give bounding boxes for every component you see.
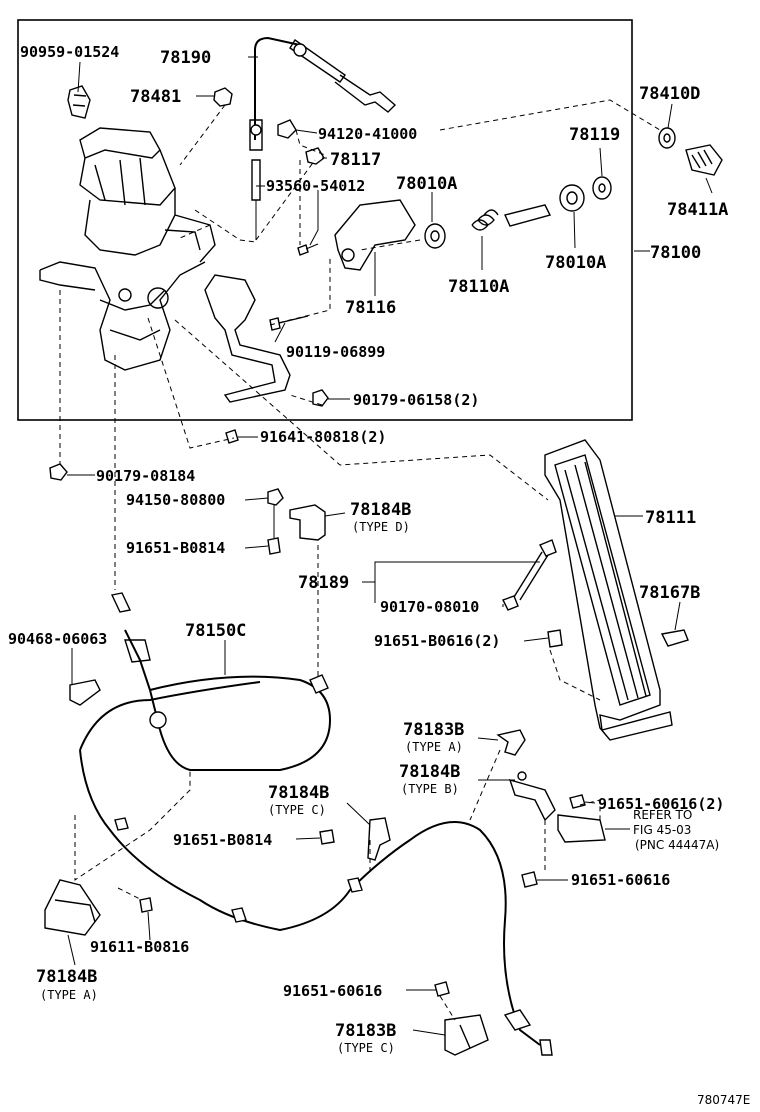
label-type-d: (TYPE D) [352,520,410,534]
label-type-a-lower: (TYPE A) [40,988,98,1002]
label-78116: 78116 [345,298,396,318]
label-91651-60616-2: 91651-60616(2) [598,795,724,813]
label-type-a-upper: (TYPE A) [405,740,463,754]
label-78117: 78117 [330,150,381,170]
label-78167B: 78167B [639,583,700,603]
label-78481: 78481 [130,87,181,107]
assembly-frame-78100 [17,19,633,421]
label-78183B-type-a: 78183B [403,720,464,740]
label-91641-80818: 91641-80818(2) [260,428,386,446]
label-90468-06063: 90468-06063 [8,630,107,648]
cable-78190-drawing [249,36,397,240]
label-78184B-type-d: 78184B [350,500,411,520]
label-91611-B0816: 91611-B0816 [90,938,189,956]
label-91651-B0814-lower: 91651-B0814 [173,831,272,849]
accelerator-pedal-78111-drawing [544,439,673,741]
label-91651-60616-lower: 91651-60616 [283,982,382,1000]
pedal-bracket-drawing [39,85,233,371]
label-91651-B0814-upper: 91651-B0814 [126,539,225,557]
label-91651-60616-mid: 91651-60616 [571,871,670,889]
part-labels: 90959-01524 78190 78481 94120-41000 7811… [8,43,750,1107]
label-refer-to: REFER TO [633,808,692,822]
label-78190: 78190 [160,48,211,68]
label-78184B-type-c: 78184B [268,783,329,803]
label-type-c-mid: (TYPE C) [268,803,326,817]
label-93560-54012: 93560-54012 [266,177,365,195]
figure-id: 780747E [697,1093,750,1107]
label-94120-41000: 94120-41000 [318,125,417,143]
label-78010A-top: 78010A [396,174,457,194]
label-fig-45-03: FIG 45-03 [633,823,691,837]
label-90179-06158: 90179-06158(2) [353,391,479,409]
label-78110A: 78110A [448,277,509,297]
label-91651-B0616: 91651-B0616(2) [374,632,500,650]
label-78410D: 78410D [639,84,700,104]
label-90119-06899: 90119-06899 [286,343,385,361]
label-90170-08010: 90170-08010 [380,598,479,616]
label-78411A: 78411A [667,200,728,220]
label-90959-01524: 90959-01524 [20,43,119,61]
label-78183B-type-c: 78183B [335,1021,396,1041]
label-94150-80800: 94150-80800 [126,491,225,509]
leader-lines [67,56,713,1036]
label-78010A-right: 78010A [545,253,606,273]
label-78189: 78189 [298,573,349,593]
label-78119: 78119 [569,125,620,145]
lower-brackets-drawing [44,729,606,1056]
label-78184B-type-a-lower: 78184B [36,967,97,987]
label-pnc-44447a: (PNC 44447A) [635,838,719,852]
label-78100: 78100 [650,243,701,263]
label-78184B-type-b: 78184B [399,762,460,782]
pedal-lever-drawing [204,199,416,403]
dashed-guide-lines [59,99,661,1021]
cable-78150C-drawing [69,592,553,1056]
label-type-c-lower: (TYPE C) [337,1041,395,1055]
label-78150C: 78150C [185,621,246,641]
label-90179-08184: 90179-08184 [96,467,195,485]
label-type-b: (TYPE B) [401,782,459,796]
label-78111: 78111 [645,508,696,528]
small-parts-drawing [49,119,723,648]
